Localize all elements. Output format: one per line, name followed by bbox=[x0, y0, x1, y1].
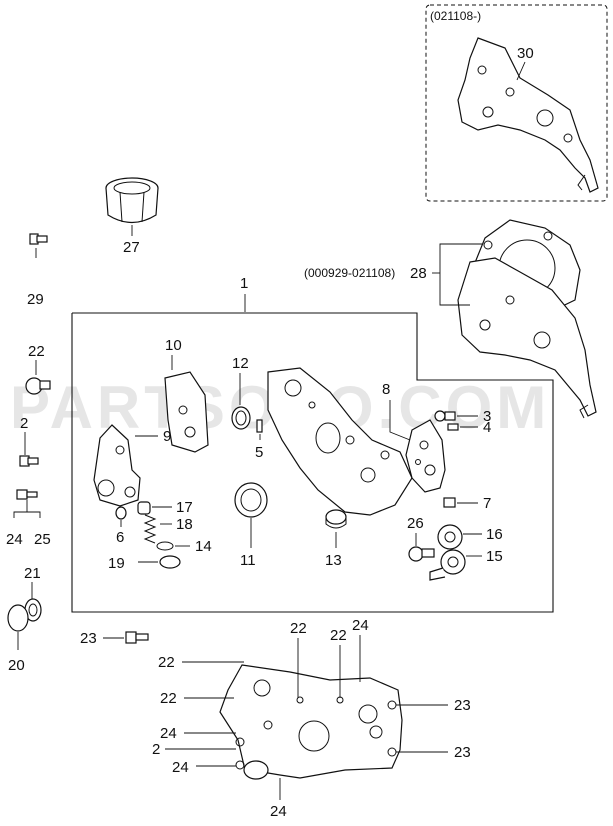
callout-8: 8 bbox=[382, 381, 390, 398]
gasket-28-rear[interactable] bbox=[457, 257, 597, 419]
pump-cover-8[interactable] bbox=[405, 419, 446, 493]
callout-2-bottom: 2 bbox=[152, 741, 160, 758]
callout-24-bottom: 24 bbox=[270, 803, 287, 820]
callout-22-top-left: 22 bbox=[158, 654, 175, 671]
rear-case[interactable] bbox=[219, 664, 403, 780]
rotor-13[interactable] bbox=[325, 509, 347, 529]
callout-24-bottom-left: 24 bbox=[172, 759, 189, 776]
callout-30: 30 bbox=[517, 45, 534, 62]
plug-7[interactable] bbox=[443, 497, 456, 508]
bolt-24-25-left[interactable] bbox=[16, 489, 38, 500]
callout-20: 20 bbox=[8, 657, 25, 674]
washer-6[interactable] bbox=[115, 506, 127, 520]
screw-3[interactable] bbox=[434, 410, 456, 422]
spring-18[interactable] bbox=[143, 514, 157, 544]
callout-18: 18 bbox=[176, 516, 193, 533]
gear-shaft-15[interactable] bbox=[429, 549, 466, 581]
oil-filter-27[interactable] bbox=[105, 177, 159, 224]
callout-5: 5 bbox=[255, 444, 263, 461]
variant-note-late: (021108-) bbox=[430, 9, 481, 23]
callout-12: 12 bbox=[232, 355, 249, 372]
callout-13: 13 bbox=[325, 552, 342, 569]
pin-5[interactable] bbox=[256, 419, 263, 433]
callout-22-top-center: 22 bbox=[290, 620, 307, 637]
callout-16: 16 bbox=[486, 526, 503, 543]
callout-1: 1 bbox=[240, 275, 248, 292]
plug-20[interactable] bbox=[7, 604, 29, 632]
plunger-17[interactable] bbox=[137, 501, 151, 515]
front-case[interactable] bbox=[267, 367, 413, 516]
pump-body-9[interactable] bbox=[93, 424, 141, 507]
callout-21: 21 bbox=[24, 565, 41, 582]
variant-box-021108 bbox=[425, 4, 608, 202]
seal-11[interactable] bbox=[234, 482, 268, 518]
bolt-29[interactable] bbox=[29, 233, 48, 245]
plug-19[interactable] bbox=[159, 555, 181, 569]
callout-24-left: 24 bbox=[6, 531, 23, 548]
callout-22-left: 22 bbox=[28, 343, 45, 360]
bolt-26[interactable] bbox=[408, 546, 435, 562]
bolt-22-left[interactable] bbox=[25, 377, 51, 395]
assembly-frame-1 bbox=[71, 312, 554, 613]
callout-29: 29 bbox=[27, 291, 44, 308]
gear-16[interactable] bbox=[437, 524, 463, 550]
callout-23-right-bottom: 23 bbox=[454, 744, 471, 761]
callout-3: 3 bbox=[483, 408, 491, 425]
bracket-10[interactable] bbox=[164, 371, 209, 453]
bolt-23-left[interactable] bbox=[125, 631, 149, 644]
callout-15: 15 bbox=[486, 548, 503, 565]
callout-11: 11 bbox=[240, 552, 256, 569]
callout-22-mid-left: 22 bbox=[160, 690, 177, 707]
callout-7: 7 bbox=[483, 495, 491, 512]
washer-21[interactable] bbox=[24, 598, 42, 622]
callout-24-top: 24 bbox=[352, 617, 369, 634]
bolt-2-left[interactable] bbox=[19, 455, 39, 467]
callout-22-top-right: 22 bbox=[330, 627, 347, 644]
callout-27: 27 bbox=[123, 239, 140, 256]
callout-23-right-top: 23 bbox=[454, 697, 471, 714]
snap-ring-14[interactable] bbox=[156, 541, 174, 551]
callout-26: 26 bbox=[407, 515, 424, 532]
screw-4[interactable] bbox=[447, 423, 459, 431]
callout-28: 28 bbox=[410, 265, 427, 282]
callout-24-mid-left: 24 bbox=[160, 725, 177, 742]
callout-4: 4 bbox=[483, 419, 491, 436]
callout-14: 14 bbox=[195, 538, 212, 555]
callout-2-left: 2 bbox=[20, 415, 28, 432]
callout-19: 19 bbox=[108, 555, 125, 572]
seal-12[interactable] bbox=[231, 406, 251, 430]
variant-note-early: (000929-021108) bbox=[304, 266, 395, 280]
callout-17: 17 bbox=[176, 499, 193, 516]
callout-23-left: 23 bbox=[80, 630, 97, 647]
callout-25: 25 bbox=[34, 531, 51, 548]
callout-6: 6 bbox=[116, 529, 124, 546]
callout-9: 9 bbox=[163, 428, 171, 445]
callout-10: 10 bbox=[165, 337, 182, 354]
leader-28-bracket bbox=[439, 243, 446, 306]
gasket-30[interactable] bbox=[457, 37, 599, 193]
